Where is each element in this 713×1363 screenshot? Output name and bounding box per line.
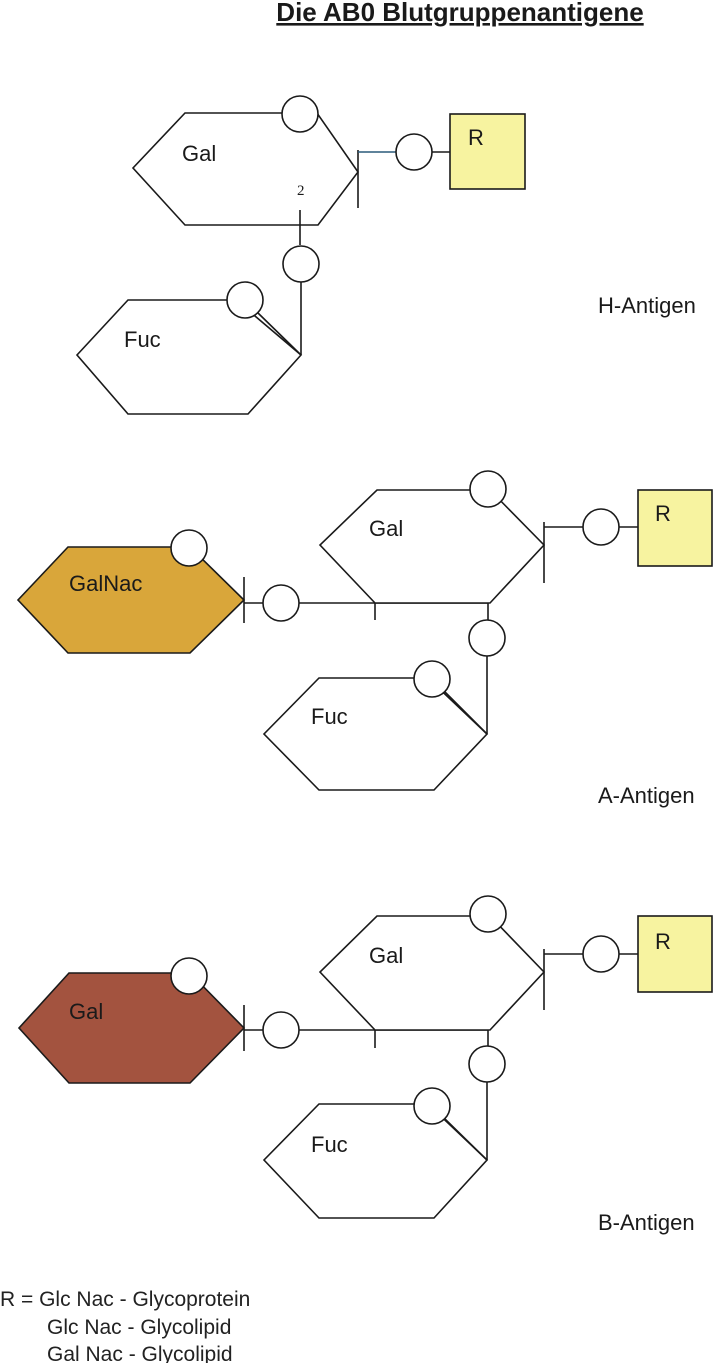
b-gal-ring-oxygen [469, 895, 507, 933]
a-r-label: R [655, 501, 671, 526]
b-terminal-gal-label: Gal [69, 999, 103, 1024]
h-fuc-ring-oxygen [226, 281, 264, 319]
h-gal-hexagon [131, 112, 359, 226]
b-terminal-ring-oxygen [170, 957, 208, 995]
page-title: Die AB0 Blutgruppenantigene [276, 0, 643, 27]
a-r-box [637, 489, 713, 567]
a-fuc-label: Fuc [311, 704, 348, 729]
b-r-oxygen [582, 935, 620, 973]
a-galnac-hexagon [16, 546, 246, 654]
a-galnac-ring-oxygen [170, 529, 208, 567]
a-antigen-name: A-Antigen [598, 783, 695, 808]
h-r-label: R [468, 125, 484, 150]
a-gal-ring-oxygen [469, 470, 507, 508]
h-fuc-hexagon [75, 299, 303, 415]
b-gal-label: Gal [369, 943, 403, 968]
b-fuc-hexagon [262, 1103, 489, 1219]
a-fuc-glycosidic-oxygen [468, 619, 506, 657]
h-linkage-number: 2 [297, 183, 305, 199]
legend-line-2: Glc Nac - Glycolipid [47, 1316, 231, 1339]
b-glycosidic-oxygen [262, 1011, 300, 1049]
b-r-box [637, 915, 713, 993]
a-fuc-hexagon [262, 677, 489, 791]
h-r-box [449, 113, 526, 190]
b-r-label: R [655, 929, 671, 954]
b-fuc-label: Fuc [311, 1132, 348, 1157]
a-galnac-label: GalNac [69, 571, 142, 596]
h-antigen-name: H-Antigen [598, 293, 696, 318]
legend-line-3: Gal Nac - Glycolipid [47, 1343, 233, 1363]
legend: R = Glc Nac - Glycoprotein Glc Nac - Gly… [0, 1288, 250, 1363]
h-r-oxygen [395, 133, 433, 171]
a-glycosidic-oxygen [262, 584, 300, 622]
b-gal-hexagon [318, 915, 546, 1031]
a-fuc-ring-oxygen [413, 660, 451, 698]
a-antigen-structure: GalNac 3 Gal Fuc R A-Antigen [16, 470, 713, 808]
h-antigen-structure: Gal 2 Fuc R H-Antigen [75, 95, 696, 415]
b-terminal-gal-hexagon [17, 972, 246, 1084]
h-glycosidic-oxygen [282, 245, 320, 283]
h-gal-label: Gal [182, 141, 216, 166]
b-antigen-name: B-Antigen [598, 1210, 695, 1235]
b-antigen-structure: Gal 3 Gal Fuc R B-Antigen [17, 895, 713, 1235]
h-fuc-label: Fuc [124, 327, 161, 352]
a-gal-hexagon [318, 489, 546, 604]
legend-line-1: R = Glc Nac - Glycoprotein [0, 1288, 250, 1311]
a-r-oxygen [582, 508, 620, 546]
b-fuc-glycosidic-oxygen [468, 1045, 506, 1083]
a-gal-label: Gal [369, 516, 403, 541]
h-gal-ring-oxygen [281, 95, 319, 133]
b-fuc-ring-oxygen [413, 1087, 451, 1125]
